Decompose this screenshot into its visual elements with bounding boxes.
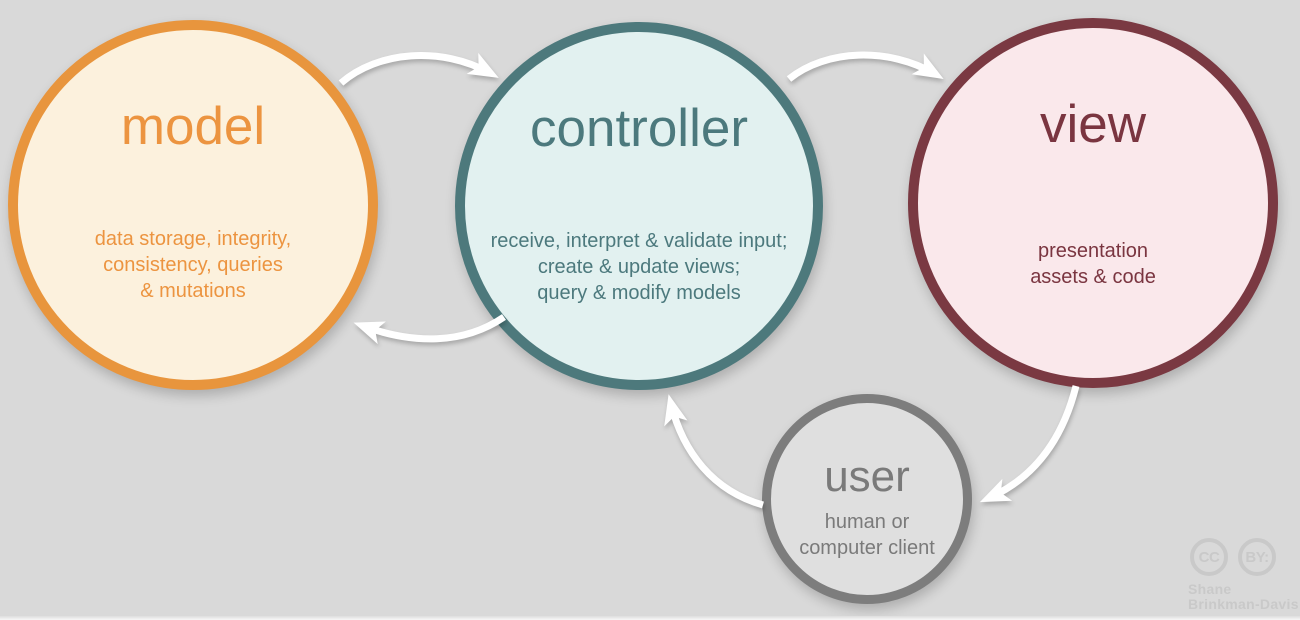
model-description-line: consistency, queries (103, 254, 283, 276)
model-node: model data storage, integrity, consisten… (8, 20, 378, 390)
view-description-line: assets & code (1030, 266, 1156, 288)
view-node: view presentation assets & code (908, 18, 1278, 388)
model-description: data storage, integrity, consistency, qu… (18, 226, 368, 304)
view-description-line: presentation (1037, 240, 1149, 262)
controller-node: controller receive, interpret & validate… (455, 22, 823, 390)
controller-description: receive, interpret & validate input; cre… (465, 228, 813, 306)
cc-badge-icon: CC (1190, 538, 1228, 576)
model-description-line: & mutations (140, 280, 246, 302)
controller-description-line: query & modify models (537, 282, 741, 304)
license-credit: CC BY: Shane Brinkman-Davis (1188, 538, 1298, 612)
arrow-user-to-controller (664, 394, 764, 509)
user-description-line: computer client (799, 537, 935, 559)
controller-description-line: create & update views; (537, 256, 741, 278)
controller-title: controller (530, 99, 748, 158)
model-description-line: data storage, integrity, (94, 228, 292, 250)
arrow-model-to-controller (338, 52, 499, 86)
bottom-edge-highlight (0, 616, 1300, 620)
model-title: model (120, 97, 266, 156)
arrow-controller-to-model (353, 314, 506, 345)
author-name-line: Brinkman-Davis (1188, 596, 1299, 612)
user-description-line: human or (824, 511, 910, 533)
arrow-view-to-user (979, 385, 1080, 503)
author-name-line: Shane (1188, 581, 1232, 597)
user-title: user (824, 452, 910, 501)
controller-description-line: receive, interpret & validate input; (490, 230, 788, 252)
user-description: human or computer client (771, 509, 963, 561)
license-badges: CC BY: (1190, 538, 1298, 576)
view-title: view (1039, 95, 1147, 154)
arrow-controller-to-view (786, 51, 944, 82)
user-node: user human or computer client (762, 394, 972, 604)
view-description: presentation assets & code (918, 238, 1268, 290)
author-name: Shane Brinkman-Davis (1188, 582, 1298, 612)
cc-by-badge-icon: BY: (1238, 538, 1276, 576)
